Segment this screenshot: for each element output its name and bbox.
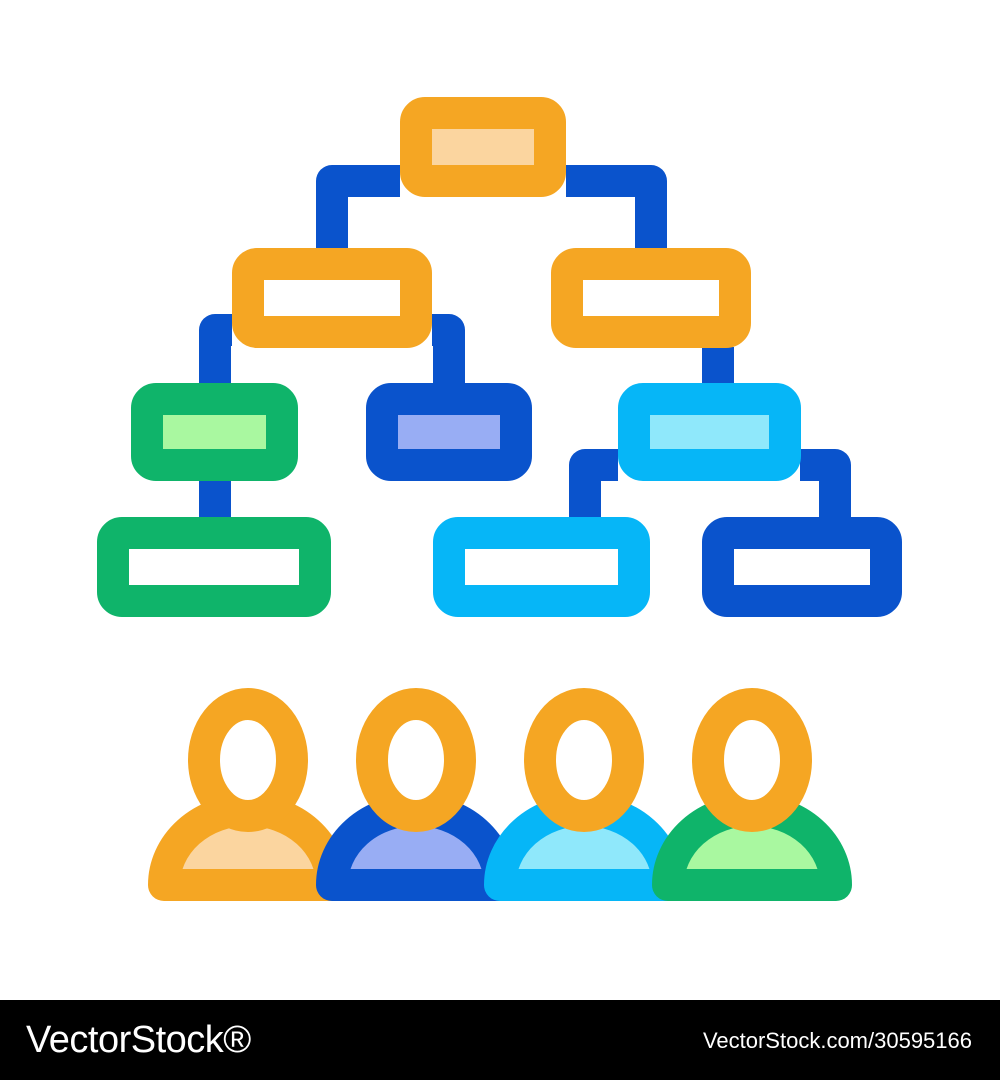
image-id-text: VectorStock.com/30595166: [702, 1028, 972, 1053]
connector-left-to-blue: [432, 314, 465, 384]
vectorstock-logo: VectorStock®: [26, 1019, 251, 1061]
chart-box-level3-green: [131, 383, 298, 481]
watermark-footer: VectorStock® VectorStock.com/30595166: [0, 1000, 1000, 1080]
chart-box-level2-right: [551, 248, 751, 348]
person-icon-green: [652, 688, 852, 901]
connector-lightblue-to-bottom-right: [800, 449, 851, 518]
chart-box-level2-left: [232, 248, 432, 348]
connector-root-to-left: [316, 165, 400, 250]
chart-box-level3-blue: [366, 383, 532, 481]
chart-box-level4-darkblue: [702, 517, 902, 617]
chart-box-root: [400, 97, 566, 197]
connector-left-to-green: [199, 314, 232, 384]
chart-box-level4-green: [97, 517, 331, 617]
connector-lightblue-to-bottom-left: [569, 449, 618, 518]
org-chart-team-icon: [97, 97, 902, 901]
person-icon-light-blue: [484, 688, 684, 901]
person-icon-dark-blue: [316, 688, 516, 901]
connector-root-to-right: [566, 165, 667, 250]
chart-box-level4-lightblue: [433, 517, 650, 617]
person-icon-orange: [148, 688, 348, 901]
chart-box-level3-lightblue: [618, 383, 801, 481]
